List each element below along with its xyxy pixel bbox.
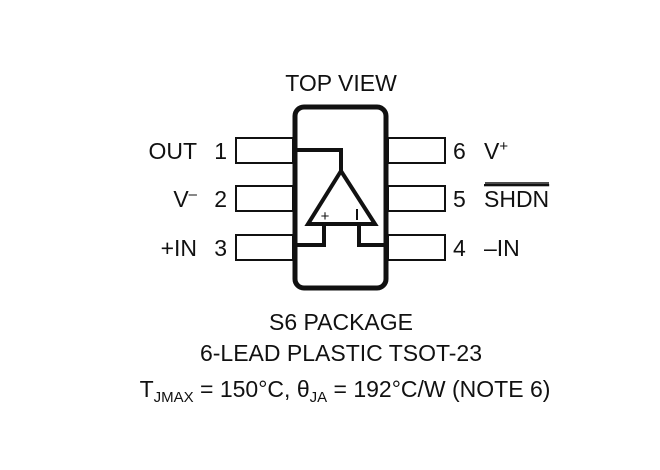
pin-3-lead <box>235 234 294 261</box>
pin-5-lead <box>387 185 446 212</box>
pin-6-name: V+ <box>484 138 508 164</box>
pin-4-name: –IN <box>484 235 520 261</box>
pin-2-lead <box>235 185 294 212</box>
noninverting-input-wire <box>297 224 326 247</box>
top-view-label: TOP VIEW <box>285 70 397 96</box>
output-wire <box>297 148 343 171</box>
pin-1-number: 1 <box>214 138 227 164</box>
opamp-symbol <box>304 167 379 226</box>
pin-5-number: 5 <box>453 186 466 212</box>
pin-3-number: 3 <box>214 235 227 261</box>
package-name: S6 PACKAGE <box>269 309 413 335</box>
pin-3-name: +IN <box>161 235 197 261</box>
inverting-input-wire <box>357 224 384 247</box>
pin-6-lead <box>387 137 446 164</box>
thermal-spec: TJMAX = 150°C, θJA = 192°C/W (NOTE 6) <box>140 376 551 406</box>
pin-6-number: 6 <box>453 138 466 164</box>
pin-2-number: 2 <box>214 186 227 212</box>
pin-1-lead <box>235 137 294 164</box>
package-description: 6-LEAD PLASTIC TSOT-23 <box>200 340 482 366</box>
pin-4-lead <box>387 234 446 261</box>
pin-4-number: 4 <box>453 235 466 261</box>
pin-1-name: OUT <box>148 138 197 164</box>
pin-2-name: V– <box>173 186 197 212</box>
opamp-plus-sign: + <box>321 208 330 225</box>
package-body <box>292 104 389 291</box>
pin-5-name: SHDN <box>484 186 549 212</box>
